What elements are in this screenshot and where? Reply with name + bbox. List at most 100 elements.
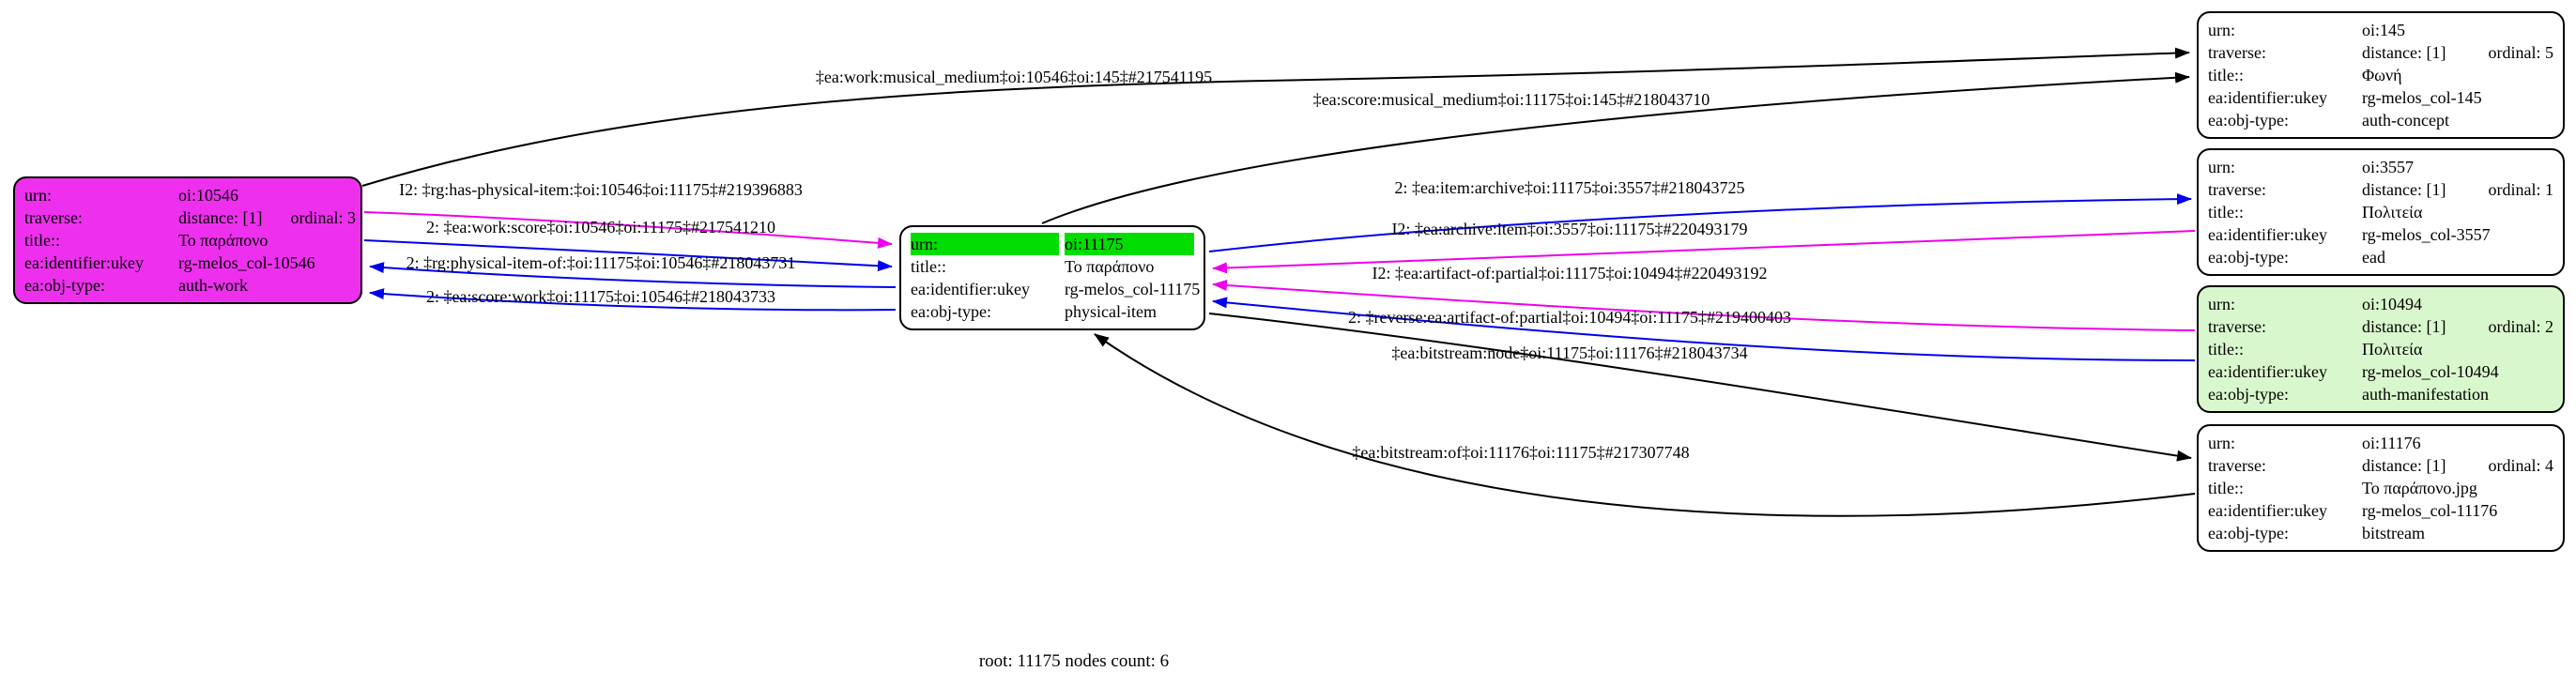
field-label: traverse: <box>24 208 83 227</box>
field-label: ea:identifier:ukey <box>911 280 1030 298</box>
node-row: traverse:distance: [1]ordinal: 2 <box>2208 315 2553 338</box>
edge-label-score-musical-medium: ‡ea:score:musical_medium‡oi:11175‡oi:145… <box>1313 90 1710 109</box>
field-label: traverse: <box>2208 180 2266 199</box>
field-value-ordinal: ordinal: 3 <box>290 208 356 227</box>
field-value: Το παράπονο <box>1065 257 1155 276</box>
edge-item-archive <box>1208 193 2192 252</box>
node-row: title::Πολιτεία <box>2208 338 2553 360</box>
node-row: urn: oi:11175 <box>911 233 1194 255</box>
field-value: ead <box>2362 248 2385 267</box>
edge-label-physical-item-of: 2: ‡rg:physical-item-of:‡oi:11175‡oi:105… <box>406 253 796 272</box>
node-row: ea:obj-type: auth-manifestation <box>2208 383 2553 405</box>
root-status-label: root: 11175 nodes count: 6 <box>978 651 1170 671</box>
edge-label-artifact-of-partial: I2: ‡ea:artifact-of:partial‡oi:11175‡oi:… <box>1372 264 1767 282</box>
field-value: oi:145 <box>2362 21 2406 39</box>
node-row: ea:obj-type: ead <box>2208 246 2553 268</box>
field-value: rg-melos_col-10546 <box>178 253 315 272</box>
field-label: title:: <box>2208 203 2244 221</box>
edge-label-work-score: 2: ‡ea:work:score‡oi:10546‡oi:11175‡#217… <box>426 218 775 237</box>
node-oi-10546[interactable]: urn:oi:10546 traverse: distance: [1] ordina… <box>13 176 362 304</box>
edge-has-physical-item <box>363 211 893 249</box>
edge-work-musical-medium <box>361 47 2190 187</box>
field-label: title:: <box>2208 66 2244 84</box>
edge-artifact-of-partial <box>1212 280 2196 331</box>
field-value: distance: [1] <box>178 208 263 227</box>
field-value: oi:11176 <box>2362 434 2421 452</box>
edge-bitstream-node <box>1208 313 2192 462</box>
edge-label-score-work: 2: ‡ea:score:work‡oi:11175‡oi:10546‡#218… <box>426 287 775 306</box>
node-row: urn:oi:3557 <box>2208 156 2553 178</box>
node-row: ea:obj-type:bitstream <box>2208 522 2553 544</box>
node-row: ea:identifier:ukey rg-melos_col-145 <box>2208 86 2553 109</box>
node-row: ea:obj-type:auth-concept <box>2208 109 2553 131</box>
field-label: ea:identifier:ukey <box>2208 362 2327 381</box>
edge-label-item-archive: 2: ‡ea:item:archive‡oi:11175‡oi:3557‡#21… <box>1394 178 1744 197</box>
field-value: oi:10494 <box>2362 295 2423 313</box>
edge-score-work <box>369 288 897 312</box>
field-value: Φωνή <box>2362 66 2402 84</box>
node-row: ea:identifier:ukey rg-melos_col-10546 <box>24 252 351 274</box>
node-row: urn:oi:10546 <box>24 184 351 206</box>
field-label: ea:identifier:ukey <box>24 253 144 272</box>
field-value-ordinal: ordinal: 2 <box>2488 317 2554 336</box>
field-value: oi:11175 <box>1065 233 1194 255</box>
node-row: traverse:distance: [1]ordinal: 1 <box>2208 178 2553 201</box>
field-value: Πολιτεία <box>2362 340 2423 359</box>
field-value: rg-melos_col-145 <box>2362 88 2482 107</box>
edge-label-reverse-artifact-of-partial: 2: ‡reverse:ea:artifact-of:partial‡oi:10… <box>1348 308 1791 327</box>
field-label: traverse: <box>2208 43 2266 62</box>
node-row: title::Πολιτεία <box>2208 201 2553 223</box>
field-label: ea:obj-type: <box>2208 248 2289 267</box>
edge-work-score <box>363 239 893 272</box>
edge-label-bitstream-node: ‡ea:bitstream:node‡oi:11175‡oi:11176‡#21… <box>1391 344 1747 362</box>
field-label: ea:identifier:ukey <box>2208 88 2327 107</box>
field-value: oi:10546 <box>178 186 239 205</box>
field-value-ordinal: ordinal: 4 <box>2488 456 2554 475</box>
node-row: ea:obj-type:physical-item <box>911 300 1194 323</box>
edge-physical-item-of <box>369 262 897 288</box>
edge-label-has-physical-item: I2: ‡rg:has-physical-item:‡oi:10546‡oi:1… <box>399 180 803 199</box>
field-label: urn: <box>911 233 1059 255</box>
edge-bitstream-of <box>1094 333 2196 517</box>
field-value: auth-manifestation <box>2362 385 2489 404</box>
node-row: ea:identifier:ukey rg-melos_col-3557 <box>2208 223 2553 246</box>
field-value: Το παράπονο.jpg <box>2362 479 2477 497</box>
field-value: oi:3557 <box>2362 158 2415 176</box>
field-value: distance: [1] <box>2362 317 2446 336</box>
field-label: title:: <box>2208 479 2244 497</box>
field-label: ea:obj-type: <box>911 302 991 321</box>
field-label: ea:obj-type: <box>24 276 105 295</box>
node-row: title::Το παράπονο <box>911 255 1194 278</box>
field-label: ea:identifier:ukey <box>2208 225 2327 244</box>
field-label: traverse: <box>2208 456 2266 475</box>
field-label: title:: <box>24 231 60 250</box>
edge-score-musical-medium <box>1041 71 2190 224</box>
node-row: traverse:distance: [1]ordinal: 5 <box>2208 41 2553 64</box>
node-row: ea:obj-type:auth-work <box>24 274 351 297</box>
field-label: ea:obj-type: <box>2208 111 2289 130</box>
field-label: title:: <box>911 257 946 276</box>
field-value: rg-melos_col-3557 <box>2362 225 2491 244</box>
edge-label-archive-item: I2: ‡ea:archive:item‡oi:3557‡oi:11175‡#2… <box>1391 220 1747 238</box>
node-row: traverse: distance: [1] ordinal: 3 <box>24 206 356 229</box>
field-label: ea:obj-type: <box>2208 385 2289 404</box>
edge-label-bitstream-of: ‡ea:bitstream:of‡oi:11176‡oi:11175‡#2173… <box>1352 443 1689 462</box>
node-row: title::Το παράπονο <box>24 229 351 252</box>
field-value: Πολιτεία <box>2362 203 2423 221</box>
node-row: title::Το παράπονο.jpg <box>2208 477 2553 499</box>
field-label: urn: <box>2208 295 2235 313</box>
field-label: urn: <box>2208 434 2235 452</box>
field-value: rg-melos_col-11176 <box>2362 501 2498 520</box>
field-value-ordinal: ordinal: 5 <box>2488 43 2554 62</box>
node-row: urn:oi:145 <box>2208 19 2553 41</box>
